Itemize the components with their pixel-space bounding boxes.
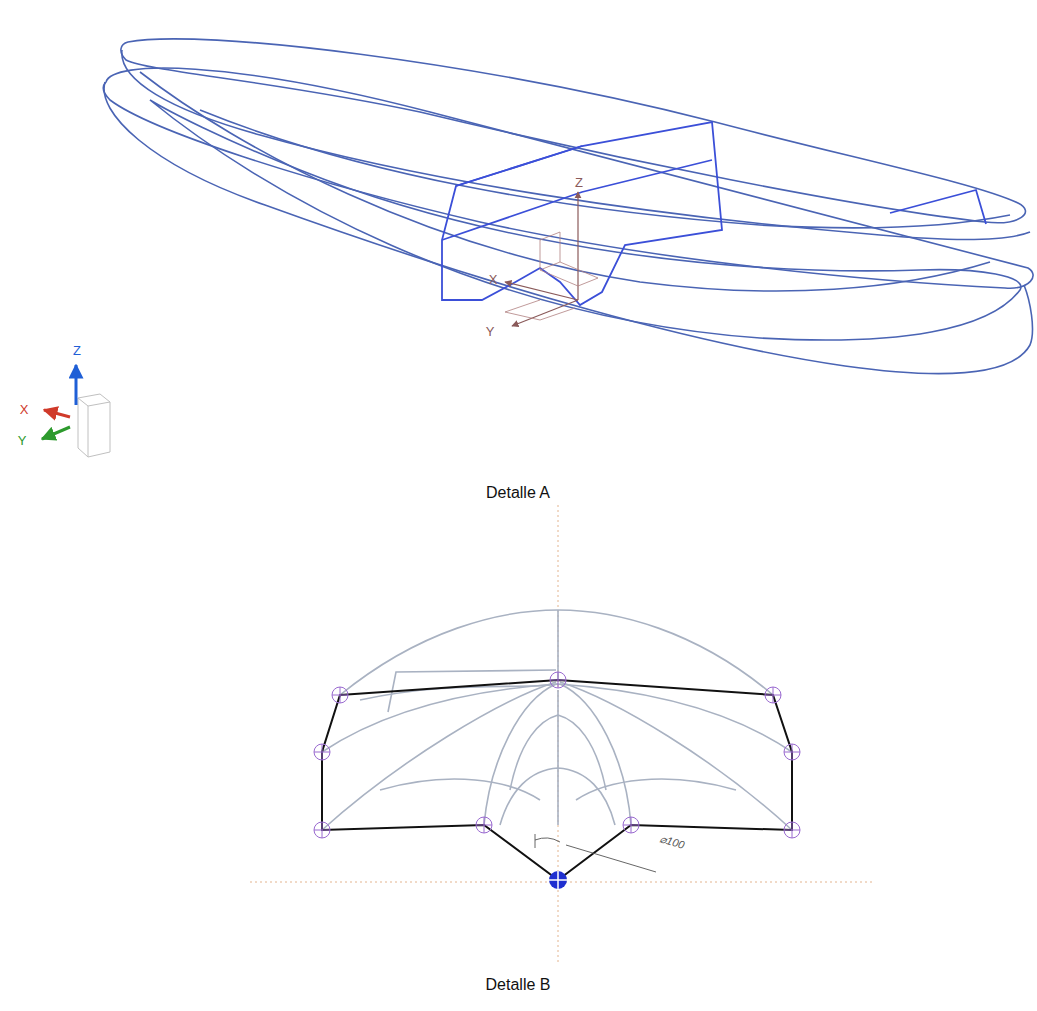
- axis-label: Z: [575, 176, 583, 189]
- dimension-lines: [535, 834, 656, 872]
- vertex-markers: [314, 672, 800, 838]
- axis-label: X: [20, 403, 29, 416]
- dimension-text: ⌀100: [658, 833, 685, 851]
- center-lines: [250, 505, 875, 965]
- axis-label: Y: [18, 434, 27, 447]
- view-triad: [42, 365, 110, 457]
- section-profile: [322, 680, 792, 880]
- axis-label: Z: [73, 344, 81, 357]
- axis-label: Y: [486, 325, 495, 338]
- detail-caption: Detalle B: [486, 977, 551, 993]
- local-axes: [505, 192, 598, 326]
- origin-point: [549, 871, 567, 889]
- axis-label: X: [489, 273, 498, 286]
- hull-section: [442, 122, 986, 305]
- detail-caption: Detalle A: [486, 485, 550, 501]
- section-curves: [322, 610, 792, 830]
- hull-wireframe: [103, 39, 1033, 374]
